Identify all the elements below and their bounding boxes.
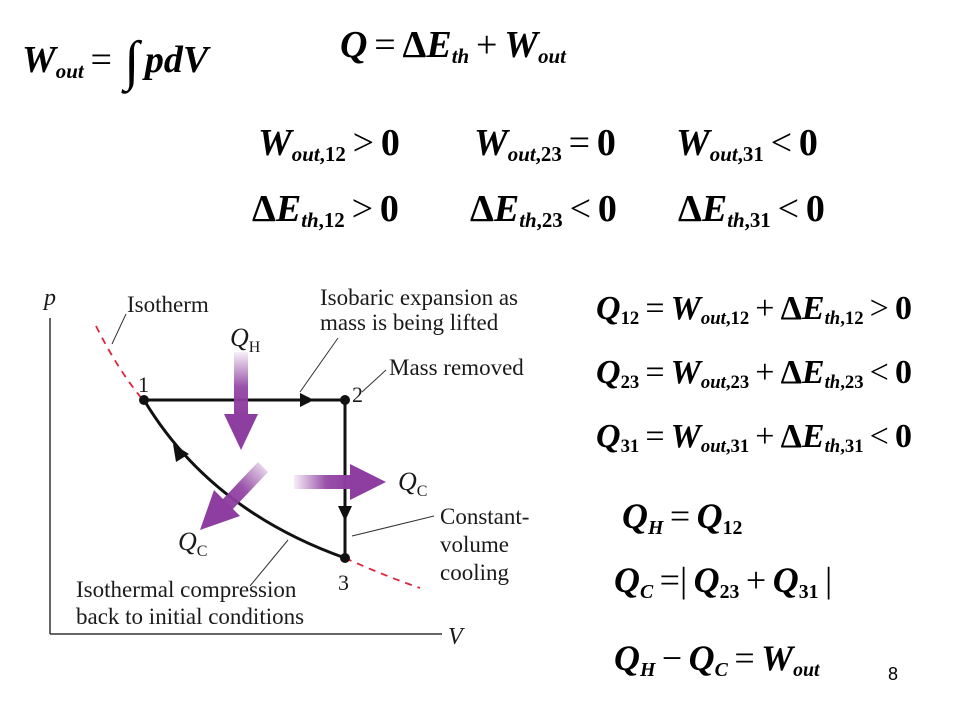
- constant-volume-annotation-line2: volume: [440, 532, 509, 557]
- process-3-1-arrowhead: [173, 444, 189, 462]
- energy-sign-23: ΔEth,23<0: [470, 188, 617, 232]
- qh-definition: QH=Q12: [622, 496, 743, 539]
- state-point-3: [340, 553, 350, 563]
- qc-right-arrow-shaft: [294, 475, 352, 489]
- isobaric-leader: [299, 337, 339, 393]
- state-point-1: [139, 395, 149, 405]
- heat-equation-31: Q31=Wout,31+ΔEth,31<0: [596, 418, 912, 458]
- isotherm-leader: [111, 313, 127, 345]
- qc-left-label: QC: [178, 527, 207, 560]
- compression-annotation-line1: Isothermal compression: [76, 577, 297, 602]
- compression-annotation-line2: back to initial conditions: [76, 604, 304, 629]
- qh-arrow-head: [224, 414, 258, 450]
- heat-equation-12: Q12=Wout,12+ΔEth,12>0: [596, 290, 912, 330]
- energy-sign-12: ΔEth,12>0: [252, 188, 399, 232]
- net-work-equation: QH−QC=Wout: [614, 638, 820, 681]
- process-2-3-arrowhead: [338, 506, 352, 521]
- mass-removed-leader: [361, 369, 387, 393]
- isobaric-annotation-line2: mass is being lifted: [320, 310, 499, 335]
- first-law-equation: Q=ΔEth+Wout: [340, 24, 566, 68]
- isotherm-curve-upper: [95, 325, 144, 401]
- p-axis-label: p: [42, 285, 56, 311]
- constant-volume-annotation-line3: cooling: [440, 560, 509, 585]
- energy-sign-31: ΔEth,31<0: [678, 188, 825, 232]
- isobaric-annotation-line1: Isobaric expansion as: [320, 285, 518, 310]
- state-label-1: 1: [138, 372, 149, 397]
- work-sign-12: Wout,12>0: [258, 122, 400, 166]
- qc-left-arrow-head: [200, 490, 240, 530]
- isotherm-curve-lower: [344, 557, 421, 589]
- qh-arrow-shaft: [234, 352, 248, 416]
- state-point-2: [340, 395, 350, 405]
- qc-definition: QC=|Q23+Q31|: [614, 560, 833, 603]
- work-sign-31: Wout,31<0: [676, 122, 818, 166]
- qc-right-label: QC: [398, 467, 427, 500]
- heat-equation-23: Q23=Wout,23+ΔEth,23<0: [596, 354, 912, 394]
- isotherm-annotation: Isotherm: [127, 292, 209, 317]
- qc-right-arrow-head: [350, 464, 386, 500]
- process-1-2-arrowhead: [300, 393, 314, 407]
- work-integral-equation: Wout=∫pdV: [22, 29, 209, 91]
- state-label-3: 3: [338, 570, 349, 595]
- qh-label: QH: [230, 323, 261, 356]
- compression-leader: [249, 539, 289, 587]
- slide-number: 8: [888, 664, 899, 684]
- constant-volume-leader: [351, 515, 435, 537]
- qc-left-arrow-shaft: [222, 462, 268, 510]
- work-sign-23: Wout,23=0: [474, 122, 616, 166]
- state-label-2: 2: [352, 382, 363, 407]
- mass-removed-annotation: Mass removed: [389, 355, 524, 380]
- constant-volume-annotation-line1: Constant-: [440, 504, 529, 529]
- v-axis-label: V: [448, 624, 465, 650]
